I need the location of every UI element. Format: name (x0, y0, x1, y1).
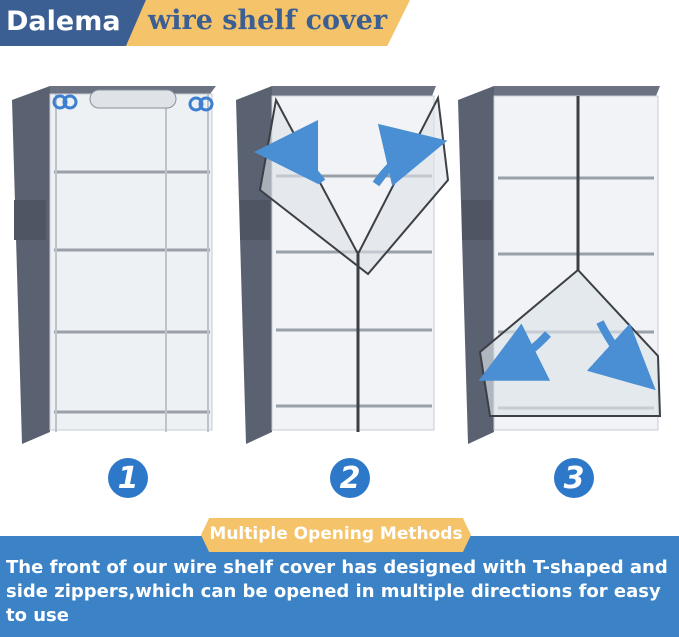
step-badge-2: 2 (330, 458, 370, 498)
step-number: 2 (339, 461, 361, 496)
section-label: Multiple Opening Methods (201, 518, 471, 552)
brand-name: Dalema (6, 6, 121, 37)
page-title: wire shelf cover (148, 5, 388, 36)
product-illustrations (12, 86, 662, 444)
step-badge-1: 1 (108, 458, 148, 498)
shelf-illustration-3 (458, 86, 662, 444)
header-banner: Dalema wire shelf cover (0, 0, 410, 46)
section-label-text: Multiple Opening Methods (209, 524, 463, 544)
brand-tag: Dalema (0, 0, 150, 46)
description-text: The front of our wire shelf cover has de… (6, 557, 668, 626)
shelf-illustration-2 (236, 86, 450, 444)
shelf-illustration-1 (12, 86, 216, 444)
step-number: 1 (117, 461, 139, 496)
step-badge-3: 3 (554, 458, 594, 498)
step-number: 3 (563, 461, 585, 496)
title-tag: wire shelf cover (126, 0, 410, 46)
description-band (0, 536, 679, 637)
